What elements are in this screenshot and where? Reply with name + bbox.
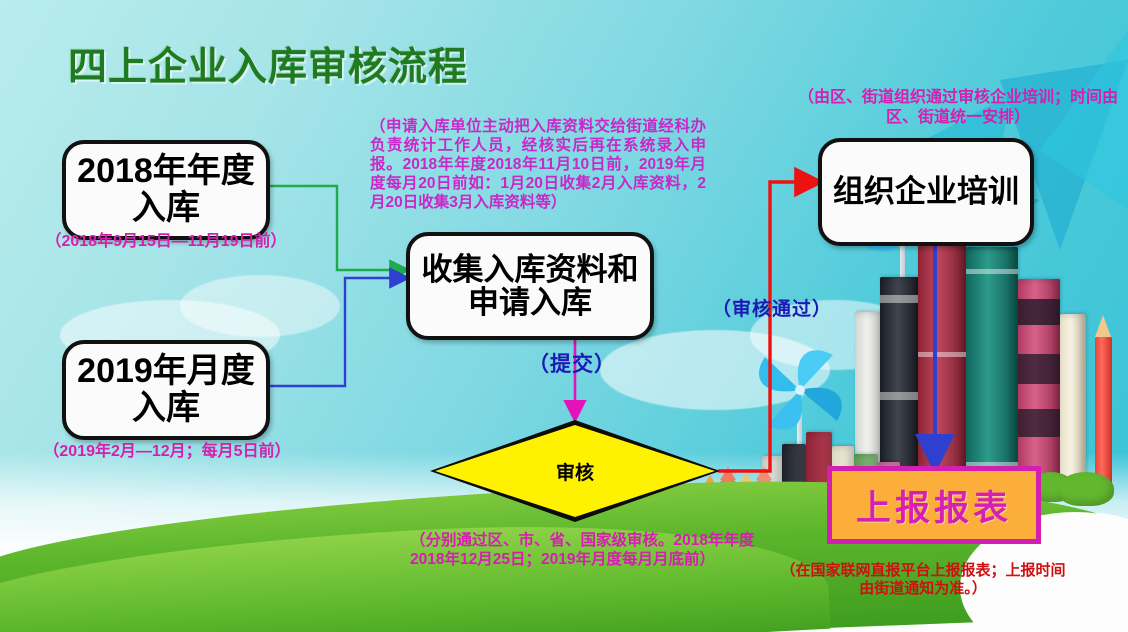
- collect-note: （申请入库单位主动把入库资料交给街道经科办负责统计工作人员，经核实后再在系统录入…: [370, 118, 706, 211]
- node-monthly-intake[interactable]: 2019年月度入库: [62, 340, 270, 440]
- page-title: 四上企业入库审核流程: [68, 46, 469, 89]
- edge-label-submit: （提交）: [528, 353, 616, 376]
- edge-monthly-to-collect: [262, 267, 411, 388]
- annual-intake-caption: （2018年9月15日—11月19日前）: [45, 233, 287, 250]
- node-submit-report[interactable]: 上报报表: [827, 466, 1041, 544]
- node-monthly-intake-label: 2019年月度入库: [77, 352, 255, 427]
- node-annual-intake[interactable]: 2018年年度入库: [62, 140, 270, 240]
- review-note: （分别通过区、市、省、国家级审核。2018年年度2018年12月25日；2019…: [410, 532, 755, 568]
- training-note: （由区、街道组织通过审核企业培训；时间由区、街道统一安排）: [798, 89, 1119, 126]
- node-org-training[interactable]: 组织企业培训: [818, 138, 1034, 246]
- report-note: （在国家联网直报平台上报报表；上报时间由街道通知为准。）: [780, 562, 1066, 598]
- node-collect-apply-label: 收集入库资料和申请入库: [421, 251, 639, 320]
- node-org-training-label: 组织企业培训: [833, 174, 1019, 210]
- node-annual-intake-label: 2018年年度入库: [77, 152, 255, 227]
- edge-review-to-training: [718, 166, 825, 473]
- edge-label-passed: （审核通过）: [712, 299, 833, 320]
- monthly-intake-caption: （2019年2月—12月；每月5日前）: [43, 443, 291, 460]
- node-review-label: 审核: [555, 462, 594, 484]
- node-review-diamond[interactable]: 审核: [430, 420, 720, 522]
- node-collect-apply[interactable]: 收集入库资料和申请入库: [406, 232, 654, 340]
- node-submit-report-label: 上报报表: [855, 488, 1012, 528]
- edge-annual-to-collect: [262, 184, 411, 281]
